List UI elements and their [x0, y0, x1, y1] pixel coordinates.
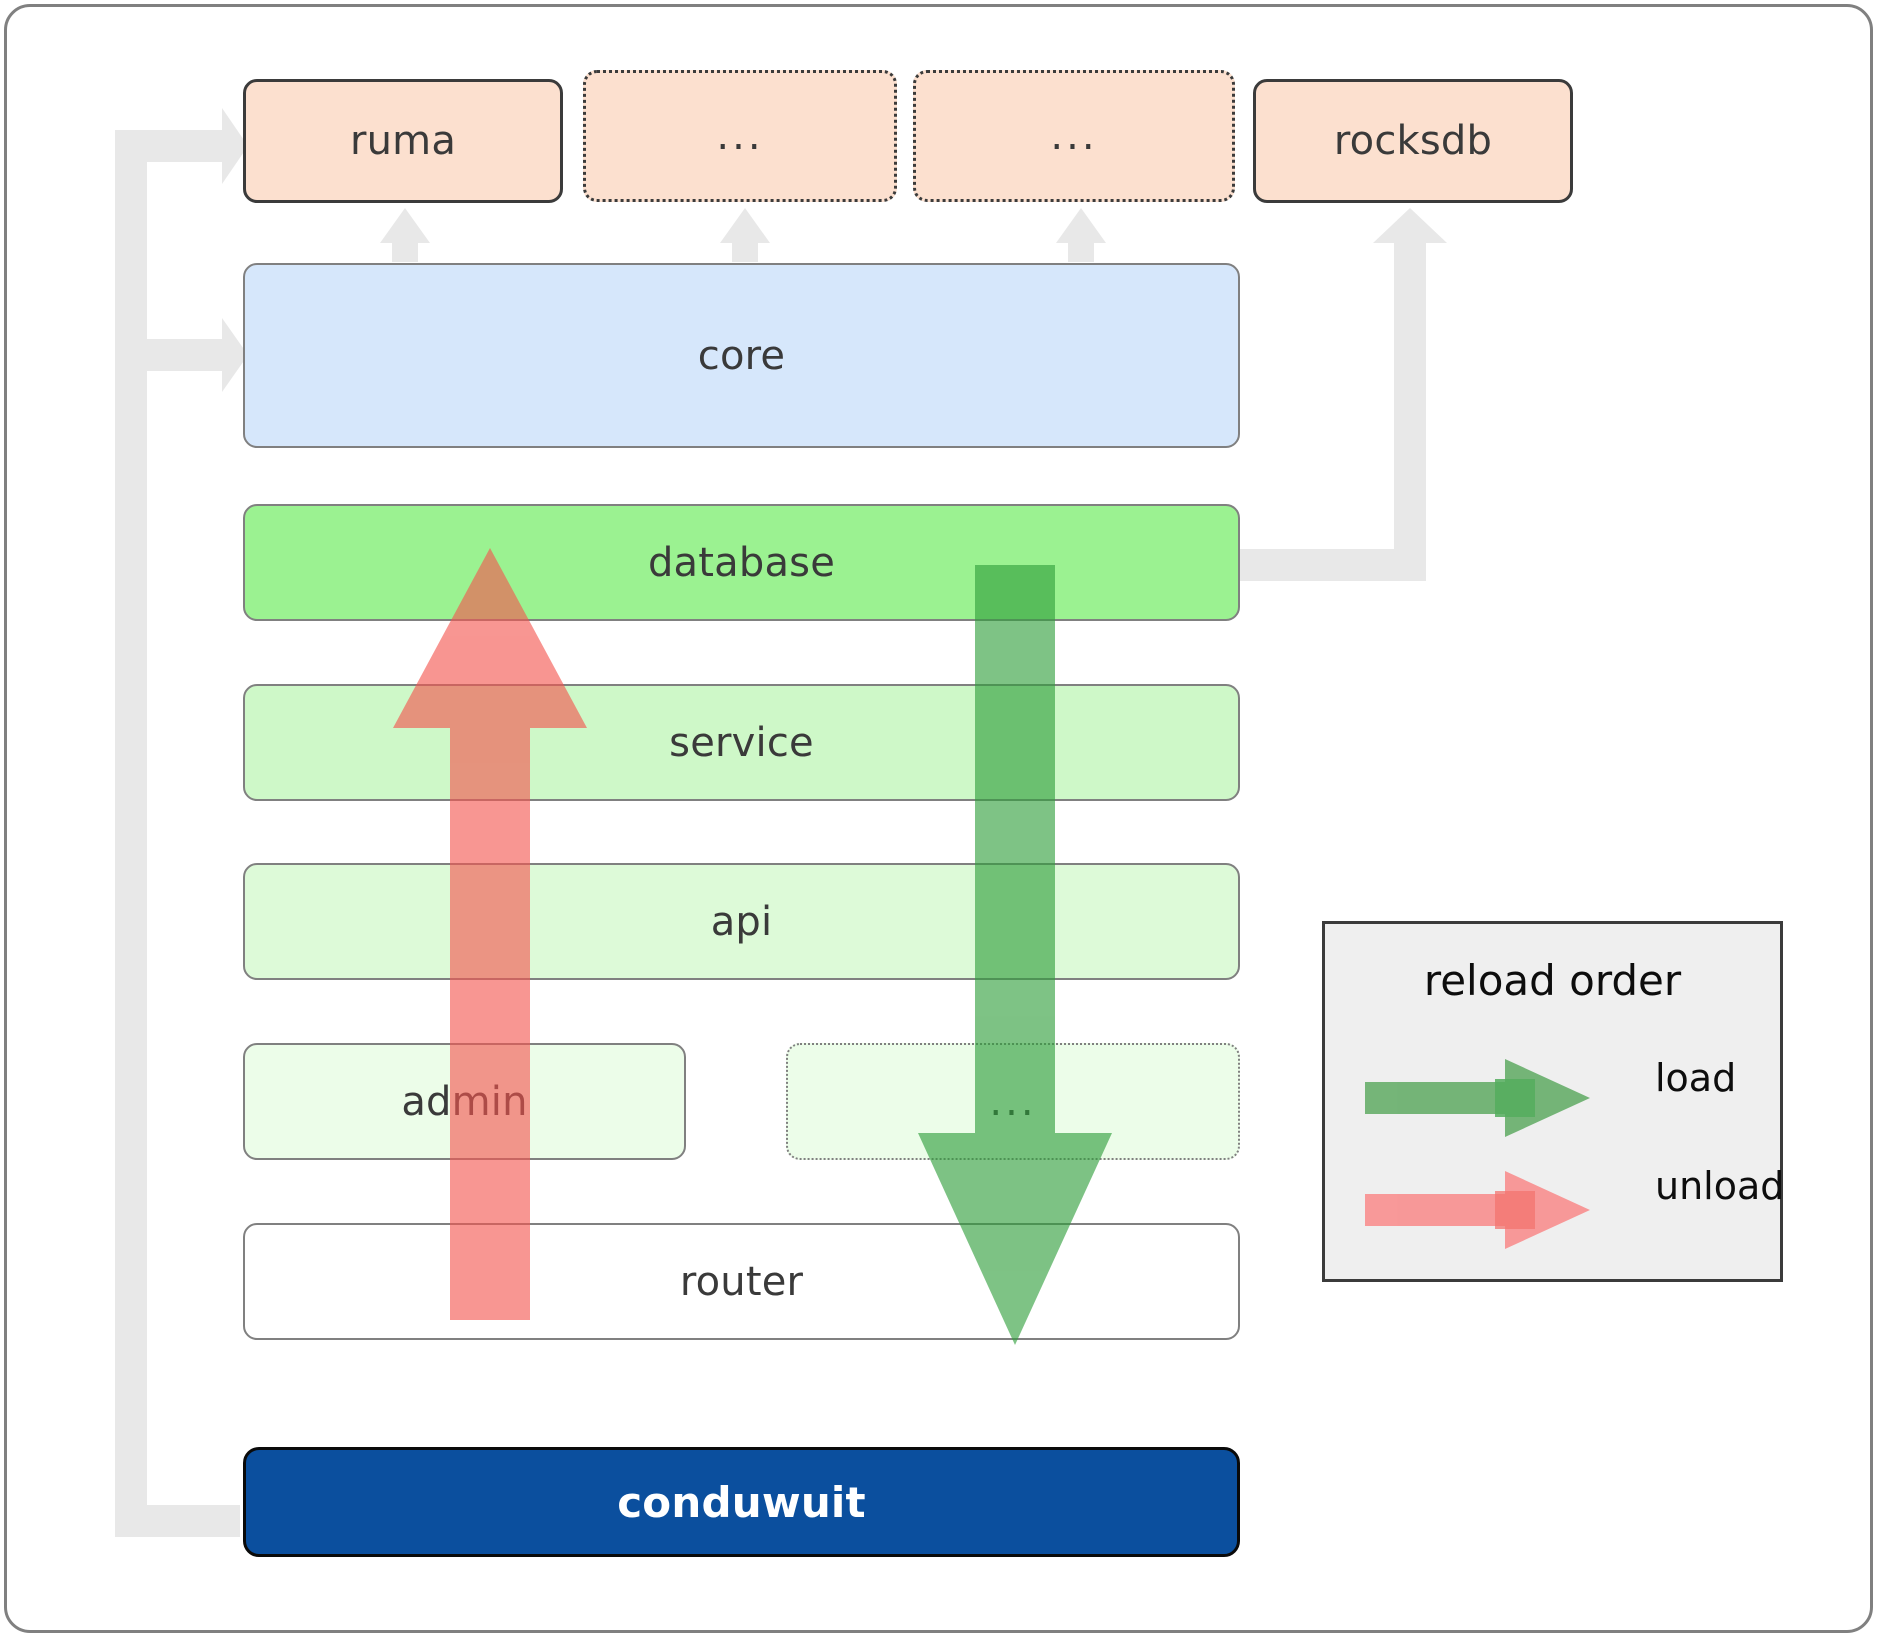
node-layer-extra-label: ...: [989, 1078, 1037, 1125]
node-api[interactable]: api: [243, 863, 1240, 980]
node-rocksdb[interactable]: rocksdb: [1253, 79, 1573, 203]
node-api-label: api: [710, 898, 773, 945]
legend-label-load: load: [1655, 1056, 1737, 1100]
legend-panel: reload order load unload: [1322, 921, 1785, 1282]
diagram-frame: [4, 4, 1873, 1633]
node-conduwuit-label: conduwuit: [617, 1477, 866, 1527]
node-router[interactable]: router: [243, 1223, 1240, 1340]
node-ext-1[interactable]: ...: [583, 70, 897, 202]
node-conduwuit[interactable]: conduwuit: [243, 1447, 1240, 1557]
node-ext-2[interactable]: ...: [913, 70, 1235, 202]
node-database-label: database: [647, 539, 836, 586]
node-admin-label: admin: [401, 1078, 528, 1125]
node-ruma[interactable]: ruma: [243, 79, 563, 203]
legend-unload-arrow: [1365, 1171, 1590, 1249]
node-ext-2-label: ...: [1050, 113, 1098, 159]
legend-arrows: [1365, 1059, 1590, 1249]
node-core-label: core: [697, 332, 786, 379]
node-admin[interactable]: admin: [243, 1043, 686, 1160]
node-service[interactable]: service: [243, 684, 1240, 801]
node-database[interactable]: database: [243, 504, 1240, 621]
legend-title: reload order: [1423, 956, 1682, 1005]
node-ext-1-label: ...: [716, 113, 764, 159]
legend-label-unload: unload: [1655, 1164, 1785, 1208]
node-service-label: service: [669, 719, 814, 766]
node-router-label: router: [679, 1258, 804, 1305]
node-rocksdb-label: rocksdb: [1333, 118, 1493, 164]
node-ruma-label: ruma: [349, 118, 457, 164]
legend-load-arrow: [1365, 1059, 1590, 1137]
node-layer-extra[interactable]: ...: [786, 1043, 1240, 1160]
node-core[interactable]: core: [243, 263, 1240, 448]
